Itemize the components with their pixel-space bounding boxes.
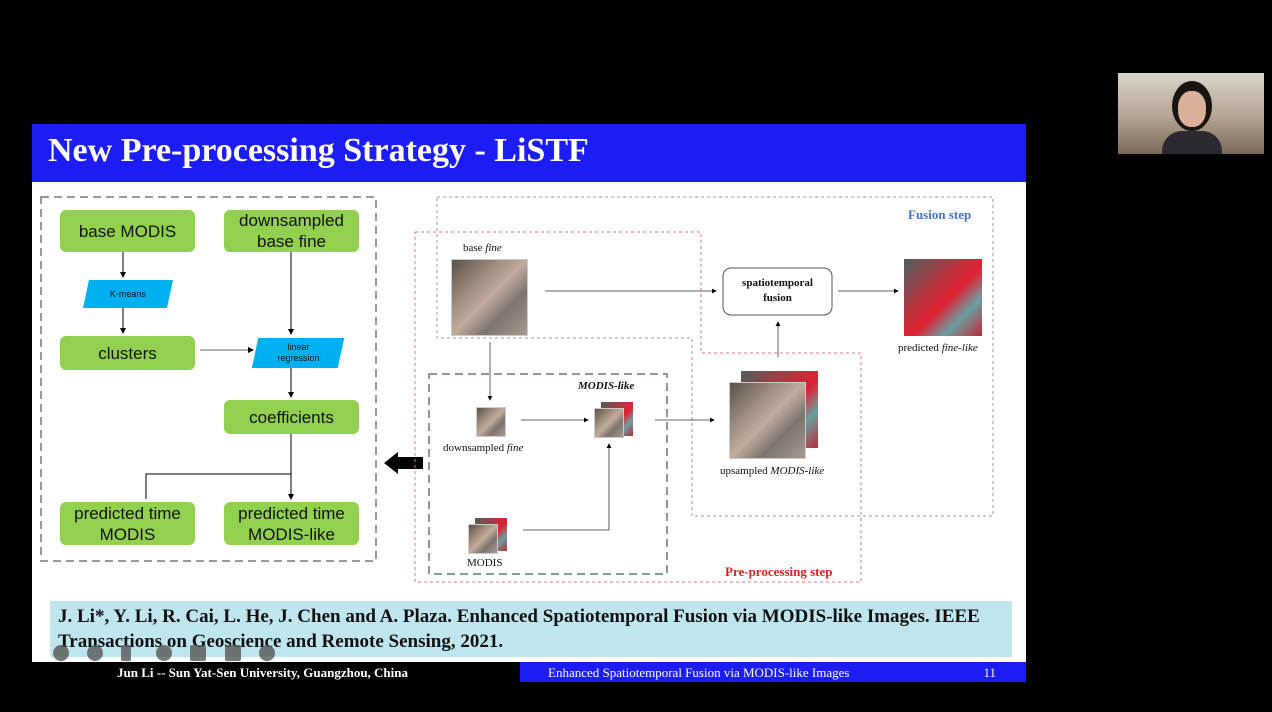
kmeans-label: K-means (109, 288, 146, 299)
fine-text: fine (485, 242, 502, 254)
presenter-face (1178, 91, 1206, 127)
pen-icon[interactable] (121, 645, 131, 661)
upsampled-text: upsampled (720, 465, 768, 477)
more-options-icon[interactable] (259, 645, 275, 661)
subtitles-icon[interactable] (225, 645, 241, 661)
kmeans-box: K-means (83, 280, 173, 308)
linear-regression-box: linear regression (251, 338, 345, 368)
webcam-video (1118, 73, 1264, 154)
spatiotemporal-fusion-label: spatiotemporal fusion (742, 277, 813, 304)
downsampled-base-fine-box: downsampled base fine (224, 210, 359, 252)
downsampled-text: downsampled (443, 442, 505, 454)
footer-author: Jun Li -- Sun Yat-Sen University, Guangz… (32, 662, 520, 682)
footer-title-text: Enhanced Spatiotemporal Fusion via MODIS… (548, 665, 850, 680)
page-number: 11 (983, 665, 996, 680)
zoom-icon[interactable] (156, 645, 172, 661)
preprocessing-step-label: Pre-processing step (725, 564, 833, 579)
predicted-fine-like-image (904, 259, 982, 336)
modis-like-image (594, 408, 624, 438)
base-fine-label: base fine (463, 242, 502, 254)
slide (32, 124, 1026, 682)
modis-like-label: MODIS-like (578, 380, 635, 392)
slide-title: New Pre-processing Strategy - LiSTF (32, 124, 1026, 182)
presenter-body (1162, 131, 1222, 154)
predicted-text: predicted (898, 342, 939, 354)
video-icon[interactable] (190, 645, 206, 661)
predicted-modis-like-box: predicted time MODIS-like (224, 502, 359, 545)
predicted-modis-box: predicted time MODIS (60, 502, 195, 545)
downsampled-fine-image (476, 407, 506, 437)
upsampled-modis-like-label: upsampled MODIS-like (720, 465, 824, 477)
coefficients-box: coefficients (224, 400, 359, 434)
modis-image (468, 524, 498, 554)
modis-like-text: MODIS-like (770, 465, 825, 477)
base-fine-image (451, 259, 528, 336)
downsampled-fine-label: downsampled fine (443, 442, 523, 454)
linear-regression-label: linear regression (276, 342, 320, 363)
next-slide-icon[interactable] (87, 645, 103, 661)
fine-text-2: fine (506, 442, 524, 454)
base-text: base (463, 242, 483, 254)
footer-title: Enhanced Spatiotemporal Fusion via MODIS… (520, 662, 1026, 682)
clusters-box: clusters (60, 336, 195, 370)
previous-slide-icon[interactable] (53, 645, 69, 661)
upsampled-image (729, 382, 806, 459)
base-modis-box: base MODIS (60, 210, 195, 252)
modis-label: MODIS (467, 557, 503, 569)
fine-like-text: fine-like (941, 342, 978, 354)
predicted-fine-like-label: predicted fine-like (898, 342, 978, 354)
fusion-step-label: Fusion step (908, 207, 972, 222)
